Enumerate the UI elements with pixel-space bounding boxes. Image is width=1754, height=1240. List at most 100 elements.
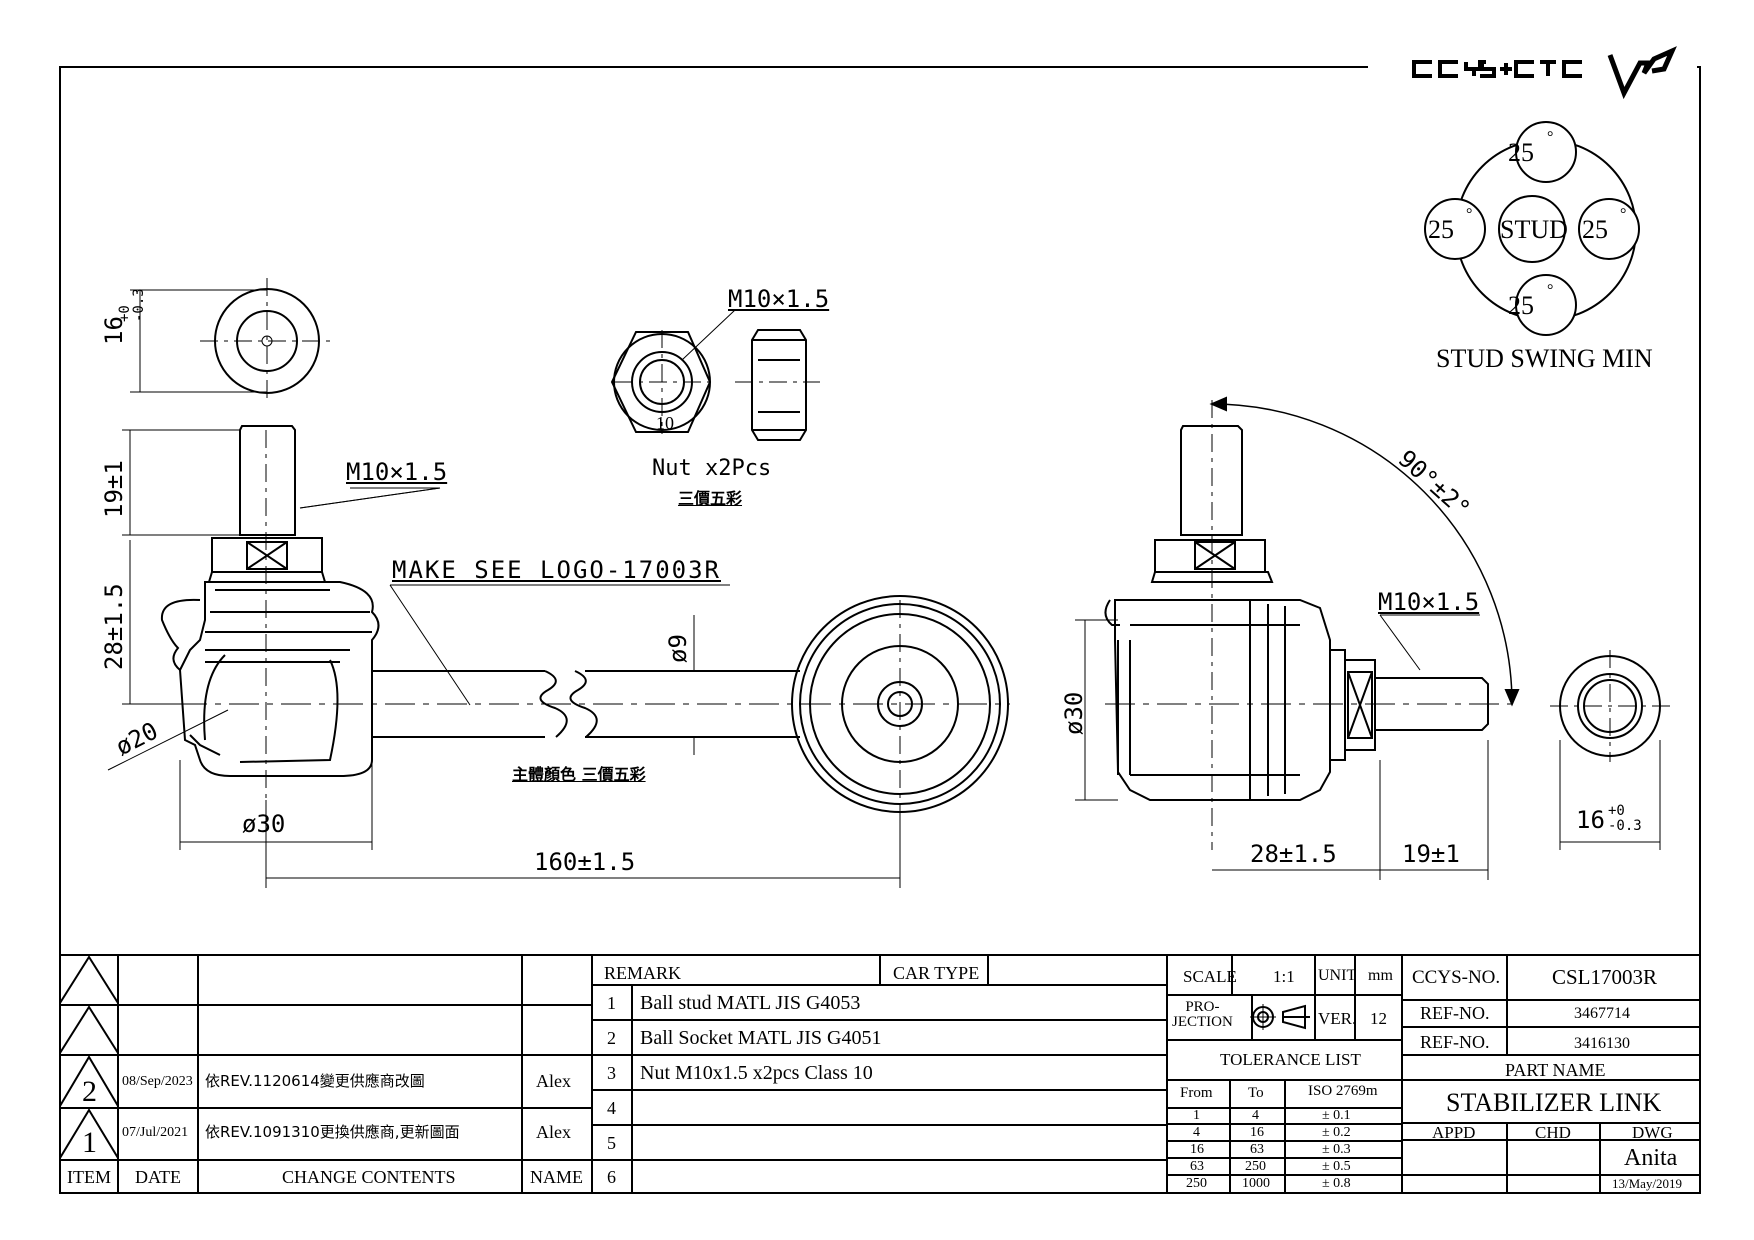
rev-header-name: NAME	[530, 1167, 583, 1187]
remark-label: REMARK	[604, 963, 682, 983]
tol-from-2: 4	[1193, 1125, 1200, 1140]
dim-len19-right: 19±1	[1402, 840, 1460, 868]
rev-content-1: 依REV.1091310更換供應商,更新圖面	[205, 1123, 460, 1141]
thread-nut-label: M10×1.5	[728, 285, 830, 313]
remark-no-2: 2	[607, 1028, 616, 1048]
chd-label: CHD	[1535, 1123, 1571, 1142]
scale-label: SCALE	[1183, 967, 1237, 986]
ref2-label: REF-NO.	[1420, 1032, 1490, 1052]
ver-label: VER.	[1318, 1009, 1357, 1028]
tol-to-1: 4	[1252, 1108, 1259, 1123]
nut-qty-label: Nut x2Pcs	[652, 456, 772, 481]
nut-size-label: 10	[656, 413, 674, 433]
tolerance-title: TOLERANCE LIST	[1220, 1050, 1361, 1069]
drawer-name: Anita	[1624, 1145, 1678, 1171]
right-side-view	[1104, 396, 1670, 850]
ccys-no-value: CSL17003R	[1552, 965, 1658, 989]
dim-hex-right-tol: +0 -0.3	[1608, 803, 1642, 835]
swing-stud-label: STUD	[1500, 215, 1568, 244]
nut-view	[610, 329, 820, 441]
tol-iso-3: ± 0.3	[1322, 1142, 1351, 1157]
dwg-label: DWG	[1632, 1123, 1673, 1142]
rev-date-1: 07/Jul/2021	[122, 1125, 189, 1140]
rev-item-2: 2	[82, 1075, 97, 1108]
thread-right-label: M10×1.5	[1378, 588, 1480, 616]
remark-no-1: 1	[607, 993, 616, 1013]
rev-name-1: Alex	[536, 1122, 571, 1142]
swing-caption: STUD SWING MIN	[1436, 344, 1653, 373]
remark-text-1: Ball stud MATL JIS G4053	[640, 992, 861, 1014]
rev-header-item: ITEM	[67, 1167, 111, 1187]
rev-item-1: 1	[82, 1126, 97, 1159]
ver-value: 12	[1370, 1009, 1387, 1028]
tol-from-5: 250	[1186, 1176, 1207, 1191]
rev-content-2: 依REV.1120614變更供應商改圖	[205, 1072, 425, 1090]
tol-to-5: 1000	[1242, 1176, 1270, 1191]
remark-no-5: 5	[607, 1133, 616, 1153]
projection-label: PRO- JECTION	[1172, 999, 1233, 1030]
rev-date-2: 08/Sep/2023	[122, 1074, 193, 1089]
swing-bottom-degree: °	[1547, 282, 1554, 299]
make-note: MAKE SEE LOGO-17003R	[392, 556, 721, 584]
swing-right-value: 25	[1582, 215, 1608, 244]
sheet-border	[59, 66, 1701, 1194]
unit-value: mm	[1368, 967, 1393, 984]
dim-dia30-left: ø30	[242, 810, 286, 838]
swing-left-value: 25	[1428, 215, 1454, 244]
dim-hex-right: 16	[1576, 806, 1605, 834]
dim-len19-left: 19±1	[100, 460, 128, 518]
rev-header-date: DATE	[135, 1167, 181, 1187]
unit-label: UNIT	[1318, 967, 1357, 984]
tol-iso-1: ± 0.1	[1322, 1108, 1351, 1123]
brand-logo	[1412, 46, 1677, 100]
rev-header-content: CHANGE CONTENTS	[282, 1167, 456, 1187]
swing-top-value: 25	[1508, 138, 1534, 167]
swing-top-degree: °	[1547, 129, 1554, 146]
tol-iso-2: ± 0.2	[1322, 1125, 1351, 1140]
stud-swing-diagram	[1424, 121, 1640, 336]
remark-text-2: Ball Socket MATL JIS G4051	[640, 1027, 882, 1049]
tol-header-to: To	[1248, 1085, 1264, 1101]
dim-len28-left: 28±1.5	[100, 583, 128, 670]
ccys-no-label: CCYS-NO.	[1412, 967, 1501, 988]
car-type-label: CAR TYPE	[893, 963, 980, 983]
thread-left-label: M10×1.5	[346, 458, 448, 486]
remark-text-3: Nut M10x1.5 x2pcs Class 10	[640, 1062, 873, 1084]
remark-no-6: 6	[607, 1167, 616, 1187]
ref1-value: 3467714	[1574, 1005, 1630, 1022]
tol-to-2: 16	[1250, 1125, 1264, 1140]
tol-to-4: 250	[1245, 1159, 1266, 1174]
dim-dia30-right: ø30	[1060, 691, 1088, 735]
swing-right-degree: °	[1620, 206, 1627, 223]
dim-len160: 160±1.5	[534, 848, 636, 876]
ref2-value: 3416130	[1574, 1035, 1630, 1052]
title-block-grid	[59, 955, 1700, 1193]
drawing-date: 13/May/2019	[1612, 1176, 1683, 1191]
ref1-label: REF-NO.	[1420, 1003, 1490, 1023]
tol-from-3: 16	[1190, 1142, 1204, 1157]
part-name-label: PART NAME	[1505, 1060, 1606, 1080]
tol-header-iso: ISO 2769m	[1308, 1083, 1378, 1099]
dimension-lines	[107, 289, 1661, 888]
part-name-value: STABILIZER LINK	[1446, 1088, 1662, 1117]
nut-color-label: 三價五彩	[678, 489, 743, 508]
tol-from-1: 1	[1193, 1108, 1200, 1123]
dim-len28-right: 28±1.5	[1250, 840, 1337, 868]
tol-to-3: 63	[1250, 1142, 1264, 1157]
tol-iso-5: ± 0.8	[1322, 1176, 1351, 1191]
rev-name-2: Alex	[536, 1071, 571, 1091]
remark-no-3: 3	[607, 1063, 616, 1083]
body-color-note: 主體顏色 三價五彩	[512, 765, 646, 784]
tol-iso-4: ± 0.5	[1322, 1159, 1351, 1174]
dim-dia9: ø9	[664, 634, 692, 663]
swing-bottom-value: 25	[1508, 291, 1534, 320]
scale-value: 1:1	[1273, 967, 1295, 986]
appd-label: APPD	[1432, 1123, 1476, 1142]
tol-header-from: From	[1180, 1085, 1213, 1101]
tol-from-4: 63	[1190, 1159, 1204, 1174]
dim-hex-left-tol: +0 -0.3	[117, 288, 147, 322]
remark-no-4: 4	[607, 1098, 616, 1118]
swing-left-degree: °	[1466, 206, 1473, 223]
left-side-view	[125, 278, 1010, 880]
